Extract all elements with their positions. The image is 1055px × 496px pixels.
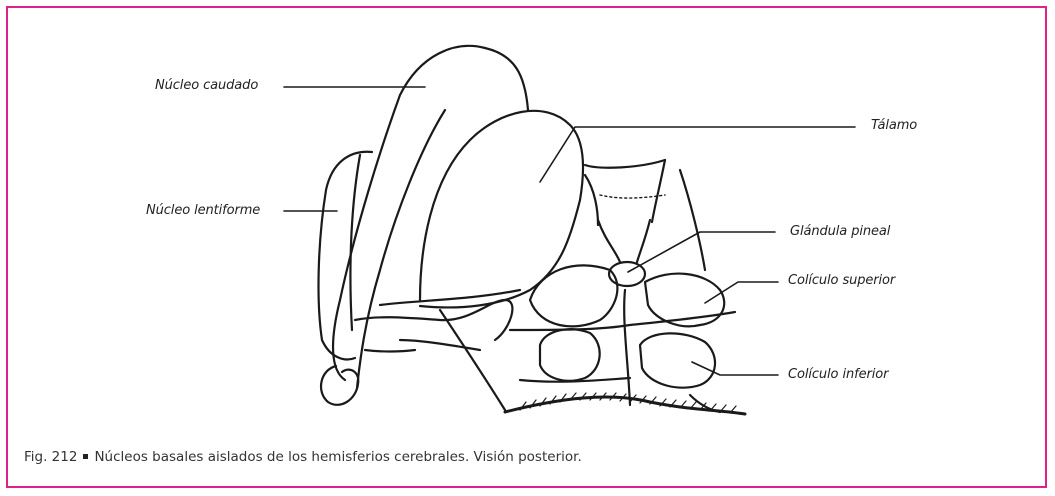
- lower-contour-3: [365, 350, 415, 352]
- thalamus-shape: [420, 111, 583, 308]
- brainstem-right-edge: [680, 170, 705, 270]
- label-caudate-nucleus: Núcleo caudado: [155, 78, 258, 93]
- label-superior-colliculus: Colículo superior: [788, 273, 895, 288]
- leader-thalamus: [540, 127, 855, 182]
- lentiform-nucleus-shape: [319, 152, 372, 360]
- label-lentiform-nucleus: Núcleo lentiforme: [146, 203, 260, 218]
- lower-contour-2: [400, 340, 480, 350]
- right-inferior-colliculus: [640, 333, 715, 387]
- midline-dotted: [600, 195, 665, 198]
- midline-funnel: [598, 220, 650, 262]
- brainstem-left-edge: [440, 310, 505, 410]
- caudate-tail-loop: [321, 366, 358, 405]
- label-pineal-gland: Glándula pineal: [790, 224, 890, 239]
- caption-text: Núcleos basales aislados de los hemisfer…: [94, 449, 581, 465]
- left-inferior-colliculus: [540, 329, 600, 381]
- midline-vertical: [624, 290, 630, 405]
- midline-top: [585, 160, 665, 168]
- caption-bullet-icon: [83, 454, 88, 459]
- leader-lines: [284, 87, 855, 375]
- label-thalamus: Tálamo: [871, 118, 917, 133]
- fold-right: [585, 160, 665, 225]
- leader-inf-colliculus: [692, 362, 778, 375]
- label-inferior-colliculus: Colículo inferior: [788, 367, 888, 382]
- lentiform-inner-line: [350, 155, 360, 330]
- figure-number: Fig. 212: [24, 449, 77, 465]
- figure-caption: Fig. 212 Núcleos basales aislados de los …: [24, 449, 582, 465]
- left-colliculi-outline: [530, 265, 617, 326]
